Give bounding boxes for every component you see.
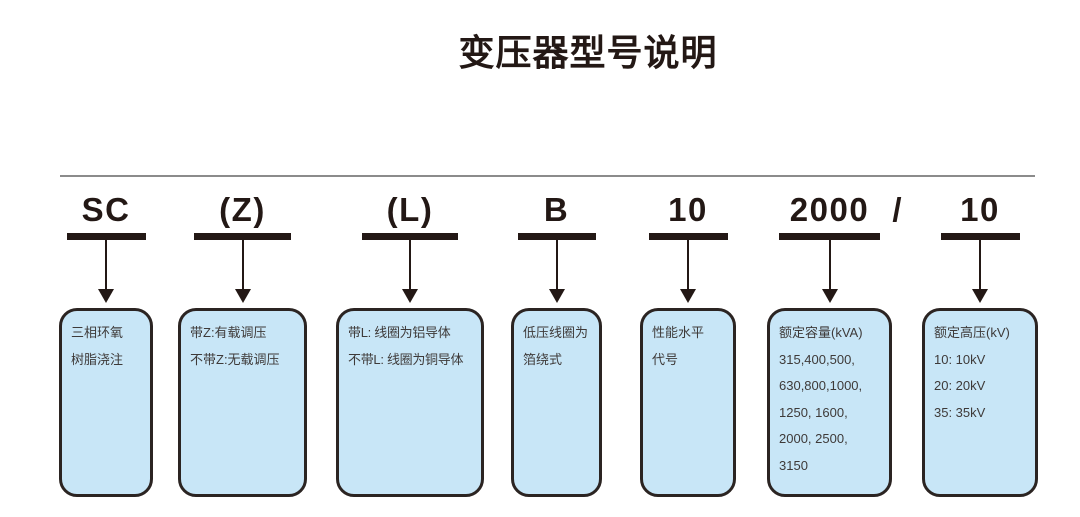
code-underline [940, 233, 1020, 240]
segment-column-l: (L) 带L: 线圈为铝导体 不带L: 线圈为铜导体 [336, 190, 484, 497]
description-box: 额定容量(kVA) 315,400,500, 630,800,1000, 125… [767, 308, 892, 497]
segment-column-capacity: 2000 额定容量(kVA) 315,400,500, 630,800,1000… [767, 190, 892, 497]
down-arrow-icon [59, 240, 153, 303]
model-code: SC [81, 191, 131, 228]
horizontal-rule [60, 175, 1035, 177]
description-box: 三相环氧 树脂浇注 [59, 308, 153, 497]
arrow-head [548, 289, 565, 303]
arrow-head [98, 289, 114, 303]
model-code: 10 [960, 191, 1000, 228]
code-underline [194, 233, 291, 240]
page-title: 变压器型号说明 [458, 32, 718, 73]
down-arrow-icon [640, 240, 736, 303]
model-code: (L) [386, 191, 434, 228]
description-text: 额定高压(kV) 10: 10kV 20: 20kV 35: 35kV [934, 325, 1010, 420]
down-arrow-icon [922, 240, 1038, 303]
arrow-head [402, 289, 418, 303]
arrow-head [234, 289, 251, 303]
down-arrow-icon [336, 240, 484, 303]
arrow-shaft [105, 240, 107, 289]
arrow-shaft [979, 240, 981, 289]
code-underline [779, 233, 880, 240]
description-text: 带Z:有载调压 不带Z:无载调压 [190, 325, 280, 367]
segment-column-voltage: 10 额定高压(kV) 10: 10kV 20: 20kV 35: 35kV [922, 190, 1038, 497]
model-code: 2000 [789, 191, 870, 228]
description-text: 低压线圈为 箔绕式 [523, 325, 589, 367]
arrow-shaft [687, 240, 689, 289]
description-text: 三相环氧 树脂浇注 [71, 325, 124, 367]
down-arrow-icon [511, 240, 602, 303]
code-underline [648, 233, 728, 240]
arrow-head [972, 289, 988, 303]
arrow-head [821, 289, 838, 303]
segment-column-z: (Z) 带Z:有载调压 不带Z:无载调压 [178, 190, 307, 497]
model-code: B [543, 191, 570, 228]
description-box: 低压线圈为 箔绕式 [511, 308, 602, 497]
description-box: 性能水平 代号 [640, 308, 736, 497]
down-arrow-icon [767, 240, 892, 303]
description-text: 额定容量(kVA) 315,400,500, 630,800,1000, 125… [779, 325, 863, 473]
separator-slash: / [892, 191, 902, 228]
segment-column-b: B 低压线圈为 箔绕式 [511, 190, 602, 497]
code-underline [517, 233, 596, 240]
description-box: 带Z:有载调压 不带Z:无载调压 [178, 308, 307, 497]
description-text: 带L: 线圈为铝导体 不带L: 线圈为铜导体 [348, 325, 464, 367]
code-underline [362, 233, 458, 240]
code-underline [66, 233, 146, 240]
description-box: 额定高压(kV) 10: 10kV 20: 20kV 35: 35kV [922, 308, 1038, 497]
arrow-shaft [409, 240, 411, 289]
arrow-shaft [828, 240, 831, 289]
arrow-head [680, 289, 696, 303]
model-code: 10 [668, 191, 708, 228]
segment-column-sc: SC 三相环氧 树脂浇注 [59, 190, 153, 497]
down-arrow-icon [178, 240, 307, 303]
model-code: (Z) [219, 191, 266, 228]
arrow-shaft [555, 240, 558, 289]
segment-column-performance: 10 性能水平 代号 [640, 190, 736, 497]
description-text: 性能水平 代号 [652, 325, 705, 367]
description-box: 带L: 线圈为铝导体 不带L: 线圈为铜导体 [336, 308, 484, 497]
arrow-shaft [241, 240, 244, 289]
